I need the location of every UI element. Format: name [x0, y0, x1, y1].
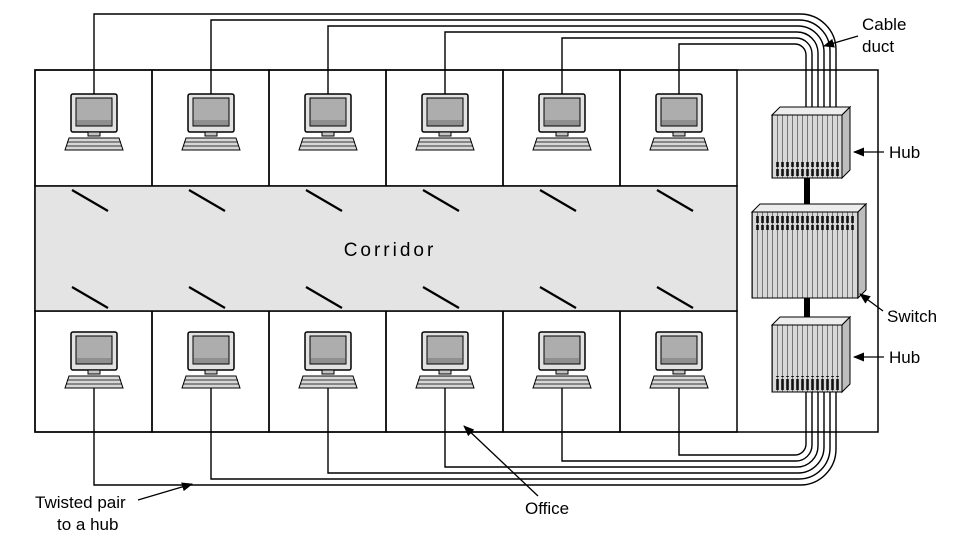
- computer-icon: [649, 93, 709, 151]
- door-mark: [71, 286, 109, 309]
- callouts: Cable duct Hub Switch Hub Office Twisted…: [35, 15, 937, 534]
- door-mark: [188, 286, 226, 309]
- computer-icon: [532, 331, 592, 389]
- door-mark: [422, 189, 460, 212]
- cable-duct-label-line1: Cable: [862, 15, 906, 34]
- switch-arrow: [859, 293, 884, 312]
- door-marks: [71, 189, 694, 309]
- hub-bottom-label: Hub: [889, 348, 920, 367]
- twisted-pair-cable: [93, 388, 837, 486]
- twisted-pair-cable: [210, 19, 831, 114]
- door-mark: [656, 189, 694, 212]
- computer-icon: [181, 93, 241, 151]
- twisted-pair-cable: [561, 37, 813, 114]
- cable-duct-top-bundle: [93, 13, 837, 114]
- cable-duct-bottom-bundle: [93, 388, 837, 486]
- twisted-pair-cable: [444, 31, 819, 114]
- twisted-pair-cable: [444, 388, 819, 468]
- computer-icon: [64, 331, 124, 389]
- twisted-pair-arrow: [137, 482, 193, 501]
- hub-top-label: Hub: [889, 143, 920, 162]
- computer-icon: [649, 331, 709, 389]
- hub-port-row: [774, 376, 840, 390]
- twisted-pair-cable: [561, 388, 813, 462]
- computer-icon: [415, 93, 475, 151]
- switch-device: [750, 202, 868, 300]
- switch-top-face: [750, 203, 868, 213]
- twisted-pair-cable: [93, 13, 837, 114]
- computer-icon: [415, 331, 475, 389]
- door-mark: [539, 286, 577, 309]
- hub-top-face: [770, 106, 852, 116]
- twisted-pair-cable: [678, 388, 807, 456]
- door-mark: [656, 286, 694, 309]
- cable-duct-arrow: [823, 35, 859, 48]
- switch-side-face: [857, 202, 867, 300]
- hub-side-face: [841, 315, 851, 394]
- computer-icon: [64, 93, 124, 151]
- computer-icon: [181, 331, 241, 389]
- switch-port-row: [754, 216, 856, 230]
- door-mark: [422, 286, 460, 309]
- twisted-pair-cable: [678, 43, 807, 114]
- twisted-pair-cable: [327, 25, 825, 114]
- corridor-label: Corridor: [344, 240, 437, 261]
- cable-duct-label-line2: duct: [862, 37, 894, 56]
- hub-top-face: [770, 316, 852, 326]
- computer-icon: [298, 331, 358, 389]
- door-mark: [305, 189, 343, 212]
- computer-icon: [298, 93, 358, 151]
- door-mark: [188, 189, 226, 212]
- twisted-pair-cable: [210, 388, 831, 480]
- door-mark: [305, 286, 343, 309]
- office-label: Office: [525, 499, 569, 518]
- twisted-pair-label-line2: to a hub: [57, 515, 118, 534]
- hub-side-face: [841, 105, 851, 180]
- twisted-pair-cable: [327, 388, 825, 474]
- corridor-area: [34, 185, 738, 312]
- switch-label: Switch: [887, 307, 937, 326]
- hub-bottom-device: [770, 315, 852, 394]
- door-mark: [71, 189, 109, 212]
- office-arrow: [463, 425, 539, 497]
- twisted-pair-label-line1: Twisted pair: [35, 493, 126, 512]
- hub-top-device: [770, 105, 852, 180]
- door-mark: [539, 189, 577, 212]
- building: Corridor: [34, 69, 879, 433]
- computer-icon: [532, 93, 592, 151]
- hub-port-row: [774, 162, 840, 176]
